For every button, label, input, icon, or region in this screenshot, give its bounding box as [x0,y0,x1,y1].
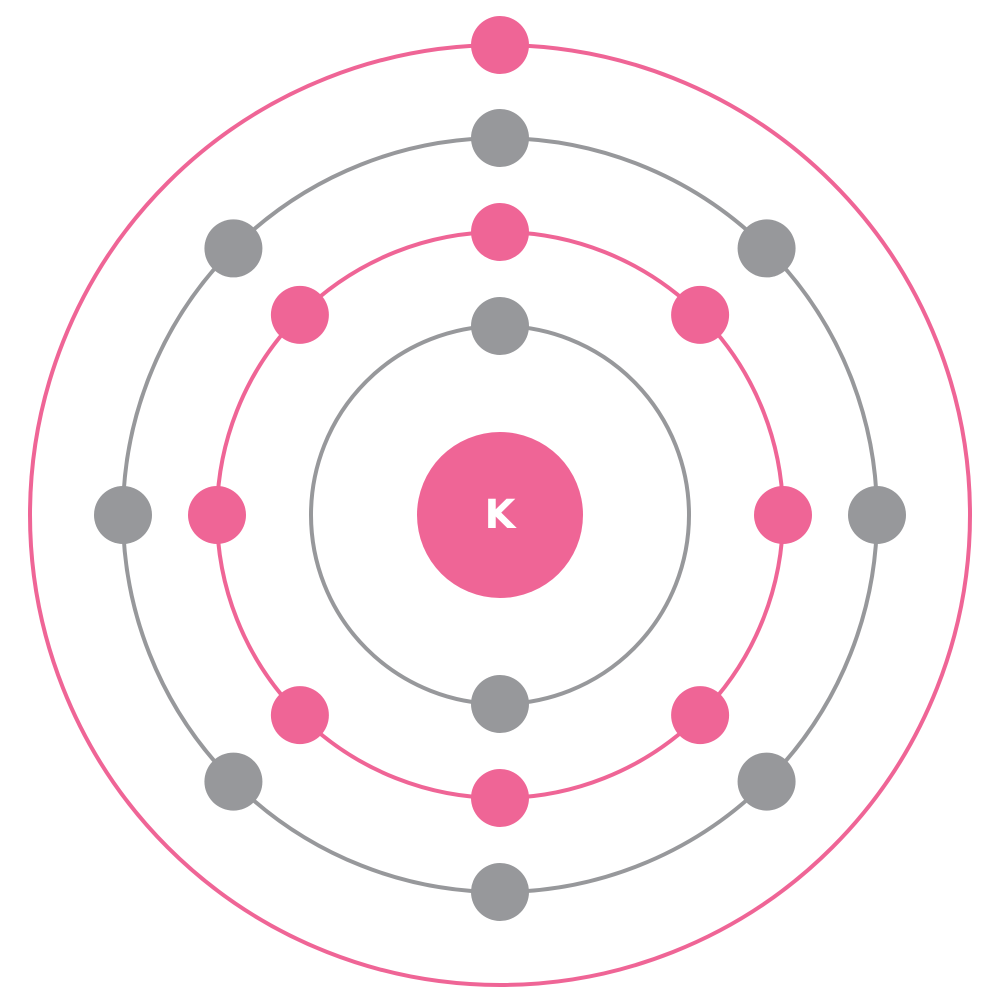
shell-3-electron [848,486,906,544]
shell-3-electron [471,863,529,921]
shell-2-electron [188,486,246,544]
electrons-group [94,16,906,921]
shell-2-electron [671,686,730,745]
shell-3-electron [94,486,152,544]
element-symbol: K [485,492,518,538]
shell-2-electron [471,769,529,827]
shell-2-electron [270,285,329,344]
shell-1-electron [471,675,529,733]
shell-3-electron [204,219,263,278]
shell-2-electron [671,285,730,344]
shell-3-electron [737,219,796,278]
shell-1-electron [471,297,529,355]
nucleus [417,432,583,598]
shell-3-electron [471,109,529,167]
shell-4-electron [471,16,529,74]
shell-3-electron [737,752,796,811]
shell-2-electron [471,203,529,261]
shell-3-electron [204,752,263,811]
shell-2-electron [270,686,329,745]
shell-2-electron [754,486,812,544]
